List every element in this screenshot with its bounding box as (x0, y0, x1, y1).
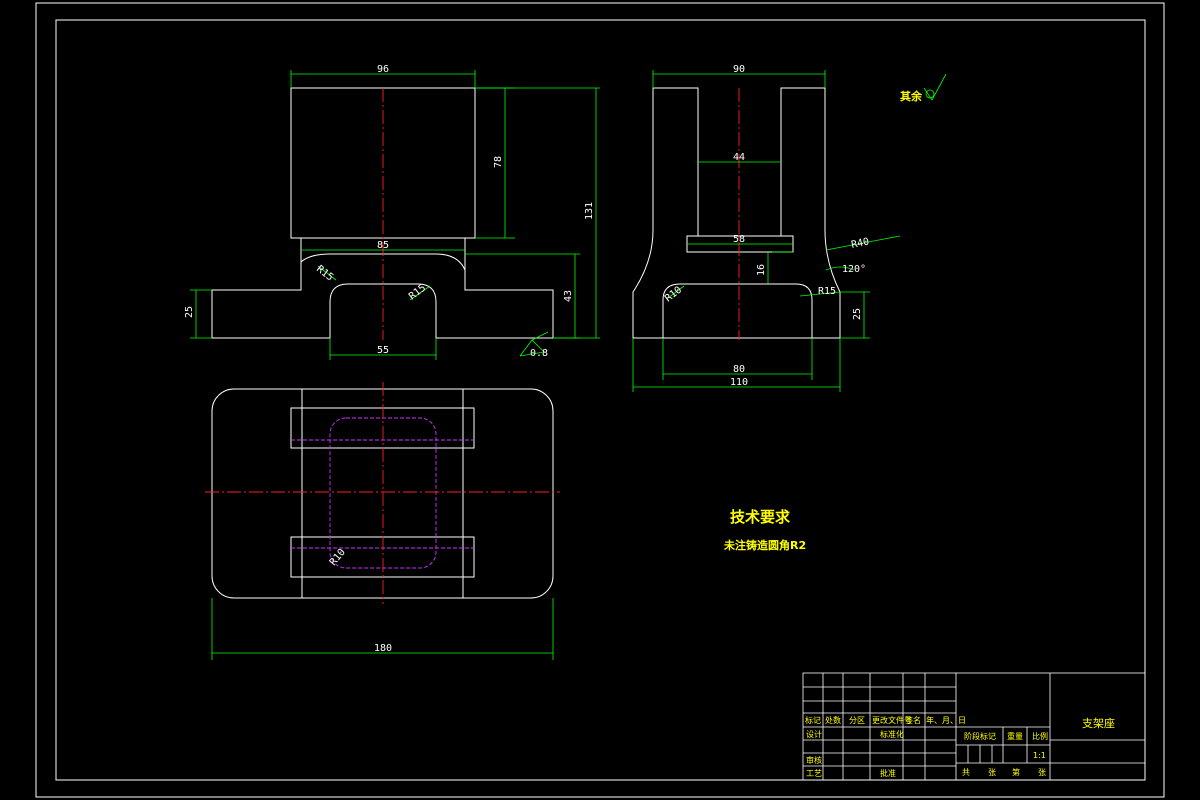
side-dim-80: 80 (733, 364, 745, 375)
tb-h-zone: 分区 (849, 716, 865, 725)
front-dim-131: 131 (584, 202, 595, 220)
side-dim-44: 44 (733, 152, 745, 163)
front-outline (211, 87, 554, 339)
tb-part-name: 支架座 (1082, 716, 1115, 730)
roughness-symbol (519, 331, 549, 357)
tech-note: 未注铸造圆角R2 (723, 538, 806, 552)
side-view: 90 44 58 16 R40 120° R15 25 R10 80 110 (632, 64, 901, 392)
tb-h-docno: 更改文件号 (872, 715, 912, 725)
front-dim-25: 25 (184, 306, 195, 318)
tb-sheet-3: 第 (1012, 767, 1020, 777)
tb-std: 标准化 (880, 729, 904, 739)
top-view: 180 R10 (205, 382, 560, 660)
tb-sheet-1: 共 (962, 768, 970, 777)
surface-symbol (923, 73, 947, 101)
front-view: 96 78 131 85 43 25 55 R15 R15 0.8 (184, 64, 600, 360)
tb-h-count: 处数 (825, 715, 841, 725)
side-dim-120: 120° (842, 264, 866, 275)
side-dim-90: 90 (733, 64, 745, 75)
front-dim-78: 78 (493, 156, 504, 168)
tb-h-date: 年、月、日 (926, 715, 966, 725)
tb-check: 审核 (806, 755, 822, 765)
tb-scale-label: 比例 (1032, 731, 1048, 741)
top-outline (211, 388, 554, 599)
side-dim-16: 16 (756, 264, 767, 276)
tb-scale: 1:1 (1033, 751, 1046, 760)
tb-design: 设计 (806, 729, 822, 739)
side-dim-25: 25 (852, 308, 863, 320)
side-dim-r10: R10 (663, 285, 684, 305)
side-dim-110: 110 (730, 377, 748, 388)
tech-title: 技术要求 (730, 508, 791, 526)
inner-border (55, 19, 1146, 781)
top-dim-r10: R10 (328, 547, 348, 568)
tb-stage: 阶段标记 (964, 731, 996, 741)
front-dim-43: 43 (563, 290, 574, 302)
tb-approve: 批准 (880, 768, 896, 778)
tb-weight: 重量 (1007, 731, 1023, 741)
tb-h-mark: 标记 (805, 715, 821, 725)
top-dim-180: 180 (374, 643, 392, 654)
front-dim-96: 96 (377, 64, 389, 75)
tb-process: 工艺 (806, 769, 822, 778)
front-dim-55: 55 (377, 345, 389, 356)
front-dim-r15: R15 (314, 264, 335, 284)
side-dim-58: 58 (733, 234, 745, 245)
side-outline (632, 87, 841, 339)
front-roughness: 0.8 (530, 348, 548, 359)
tb-h-sign: 签名 (905, 715, 921, 725)
title-block: 标记 处数 分区 更改文件号 签名 年、月、日 设计 标准化 审核 工艺 批准 … (802, 672, 1146, 781)
outer-border (35, 2, 1165, 798)
front-dim-85: 85 (377, 240, 389, 251)
surface-note: 其余 (900, 89, 923, 103)
tb-sheet-2: 张 (988, 768, 996, 777)
side-dim-r15: R15 (818, 286, 836, 297)
side-dim-r40: R40 (850, 236, 870, 251)
tb-sheet-4: 张 (1038, 768, 1046, 777)
